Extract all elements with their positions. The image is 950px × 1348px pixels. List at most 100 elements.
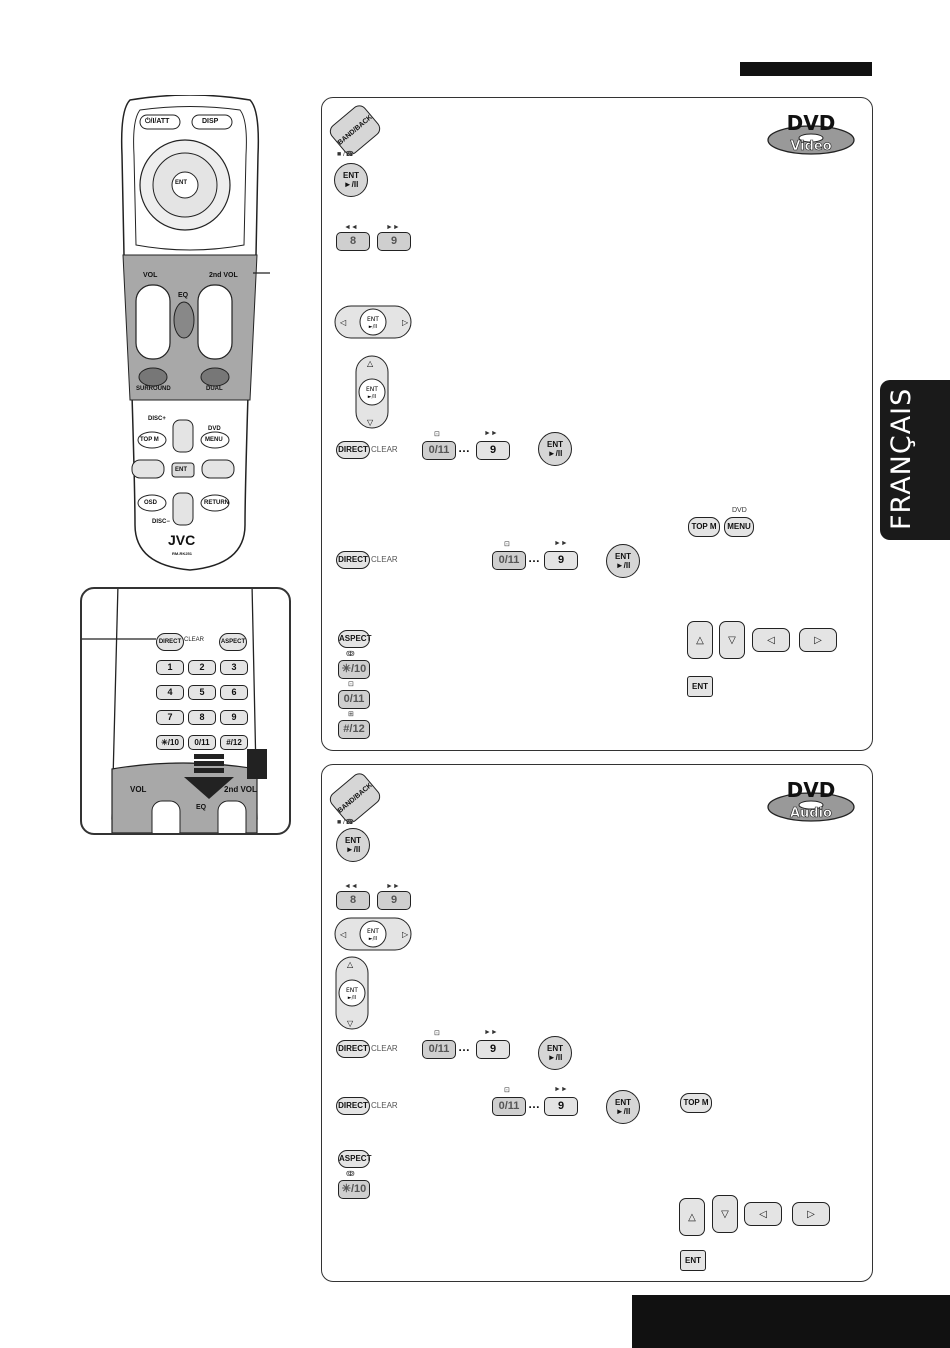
rewind-icon-2: ◄◄ bbox=[344, 883, 358, 890]
svg-text:ENT: ENT bbox=[367, 928, 379, 935]
zoom-key-7[interactable]: 7 bbox=[156, 710, 184, 725]
video-play-label: ►/II bbox=[343, 180, 359, 189]
audio-down-button[interactable]: ▽ bbox=[712, 1195, 738, 1233]
zoom-key-6[interactable]: 6 bbox=[220, 685, 248, 700]
svg-text:ENT: ENT bbox=[367, 316, 379, 323]
zoom-key-8[interactable]: 8 bbox=[188, 710, 216, 725]
dvd-video-logo-bottom: Video bbox=[790, 139, 831, 154]
remote-dual-label: DUAL bbox=[206, 386, 223, 392]
remote-illustration bbox=[120, 95, 270, 571]
video-key-8[interactable]: 8 bbox=[336, 232, 370, 251]
video-ent-button-3[interactable]: ENT►/II bbox=[606, 544, 640, 578]
zoom-key-2[interactable]: 2 bbox=[188, 660, 216, 675]
video-key-10[interactable]: ✳/10 bbox=[338, 660, 370, 679]
video-direct-button-1[interactable]: DIRECT bbox=[336, 441, 370, 459]
video-menu-button[interactable]: MENU bbox=[724, 517, 754, 537]
remote-power-label: ⏻/I/ATT bbox=[145, 118, 170, 125]
audio-dots-1: … bbox=[458, 1040, 470, 1054]
zoom-remote-body bbox=[82, 589, 267, 833]
audio-up-button[interactable]: △ bbox=[679, 1198, 705, 1236]
ff-icon-2: ►► bbox=[484, 430, 498, 437]
zoom-key-10[interactable]: ✳/10 bbox=[156, 735, 184, 750]
video-direct-button-2[interactable]: DIRECT bbox=[336, 551, 370, 569]
svg-text:►/II: ►/II bbox=[348, 995, 356, 1001]
remote-menu-label: MENU bbox=[205, 437, 223, 443]
audio-direct-button-1[interactable]: DIRECT bbox=[336, 1040, 370, 1058]
zoom-key-11[interactable]: 0/11 bbox=[188, 735, 216, 750]
video-dpad-horizontal[interactable]: ENT ►/II ◁▷ bbox=[334, 304, 412, 340]
audio-ent-button[interactable]: ENT►/II bbox=[336, 828, 370, 862]
zoom-inset: DIRECT CLEAR ASPECT 1 2 3 4 5 6 7 8 9 ✳/… bbox=[80, 587, 291, 835]
video-ent-label-3: ENT bbox=[615, 552, 631, 561]
audio-key-9[interactable]: 9 bbox=[377, 891, 411, 910]
dvd-video-logo: DVD Video bbox=[767, 111, 855, 155]
svg-text:▷: ▷ bbox=[402, 318, 409, 327]
rewind-icon: ◄◄ bbox=[344, 224, 358, 231]
ff-icon-6: ►► bbox=[554, 1086, 568, 1093]
video-down-button[interactable]: ▽ bbox=[719, 621, 745, 659]
dvd-audio-logo-top: DVD bbox=[787, 778, 836, 802]
video-ent-button[interactable]: ENT►/II bbox=[334, 163, 368, 197]
zoom-eq-label: EQ bbox=[196, 804, 207, 811]
video-ent-label: ENT bbox=[343, 171, 359, 180]
video-key-9-2[interactable]: 9 bbox=[544, 551, 578, 570]
video-aspect-button[interactable]: ASPECT bbox=[338, 630, 371, 648]
zoom-direct-button[interactable]: DIRECT bbox=[156, 633, 184, 651]
remote-dvd-label: DVD bbox=[208, 426, 221, 432]
audio-left-button[interactable]: ◁ bbox=[744, 1202, 782, 1226]
svg-text:▽: ▽ bbox=[367, 418, 374, 427]
video-ent-square-button[interactable]: ENT bbox=[687, 676, 713, 697]
dvd-video-logo-top: DVD bbox=[787, 111, 836, 135]
subtitle-icon-3: ⊡ bbox=[348, 681, 354, 688]
footer-bar bbox=[632, 1295, 950, 1348]
video-right-button[interactable]: ▷ bbox=[799, 628, 837, 652]
angle-icon: ⊞ bbox=[348, 711, 354, 718]
video-ent-button-2[interactable]: ENT►/II bbox=[538, 432, 572, 466]
zoom-key-9[interactable]: 9 bbox=[220, 710, 248, 725]
remote-vol-label: VOL bbox=[143, 272, 158, 279]
audio-ent-label-2: ENT bbox=[547, 1044, 563, 1053]
audio-play-label: ►/II bbox=[345, 845, 361, 854]
audio-key-0-1[interactable]: 0/11 bbox=[422, 1040, 456, 1059]
audio-aspect-button[interactable]: ASPECT bbox=[338, 1150, 371, 1168]
video-play-label-3: ►/II bbox=[615, 561, 631, 570]
zoom-key-4[interactable]: 4 bbox=[156, 685, 184, 700]
remote-return-label: RETURN bbox=[204, 500, 229, 506]
zoom-vol-label: VOL bbox=[130, 785, 147, 794]
zoom-key-3[interactable]: 3 bbox=[220, 660, 248, 675]
video-dpad-vertical[interactable]: ENT ►/II △▽ bbox=[354, 355, 390, 429]
zoom-key-1[interactable]: 1 bbox=[156, 660, 184, 675]
video-key-12[interactable]: #/12 bbox=[338, 720, 370, 739]
zoom-key-5[interactable]: 5 bbox=[188, 685, 216, 700]
audio-topm-button[interactable]: TOP M bbox=[680, 1093, 712, 1113]
video-up-button[interactable]: △ bbox=[687, 621, 713, 659]
video-key-9[interactable]: 9 bbox=[377, 232, 411, 251]
audio-ent-label-3: ENT bbox=[615, 1098, 631, 1107]
audio-key-10[interactable]: ✳/10 bbox=[338, 1180, 370, 1199]
audio-key-9-1[interactable]: 9 bbox=[476, 1040, 510, 1059]
svg-text:►/II: ►/II bbox=[369, 936, 377, 942]
zoom-key-12[interactable]: #/12 bbox=[220, 735, 248, 750]
audio-key-0-2[interactable]: 0/11 bbox=[492, 1097, 526, 1116]
video-key-9-1[interactable]: 9 bbox=[476, 441, 510, 460]
svg-text:◁: ◁ bbox=[340, 930, 347, 939]
audio-dpad-horizontal[interactable]: ENT ►/II ◁▷ bbox=[334, 916, 412, 952]
video-key-0-1[interactable]: 0/11 bbox=[422, 441, 456, 460]
audio-direct-button-2[interactable]: DIRECT bbox=[336, 1097, 370, 1115]
ff-icon-5: ►► bbox=[484, 1029, 498, 1036]
video-key-11[interactable]: 0/11 bbox=[338, 690, 370, 709]
audio-right-button[interactable]: ▷ bbox=[792, 1202, 830, 1226]
zoom-aspect-button[interactable]: ASPECT bbox=[219, 633, 247, 651]
audio-key-9-2[interactable]: 9 bbox=[544, 1097, 578, 1116]
fast-forward-icon: ►► bbox=[386, 224, 400, 231]
audio-ent-square-button[interactable]: ENT bbox=[680, 1250, 706, 1271]
audio-ent-label: ENT bbox=[345, 836, 361, 845]
audio-dpad-vertical[interactable]: ENT ►/II △▽ bbox=[334, 956, 370, 1030]
audio-key-8[interactable]: 8 bbox=[336, 891, 370, 910]
video-left-button[interactable]: ◁ bbox=[752, 628, 790, 652]
audio-ent-button-2[interactable]: ENT►/II bbox=[538, 1036, 572, 1070]
language-label: FRANÇAIS bbox=[886, 387, 917, 530]
video-topm-button[interactable]: TOP M bbox=[688, 517, 720, 537]
video-key-0-2[interactable]: 0/11 bbox=[492, 551, 526, 570]
audio-ent-button-3[interactable]: ENT►/II bbox=[606, 1090, 640, 1124]
